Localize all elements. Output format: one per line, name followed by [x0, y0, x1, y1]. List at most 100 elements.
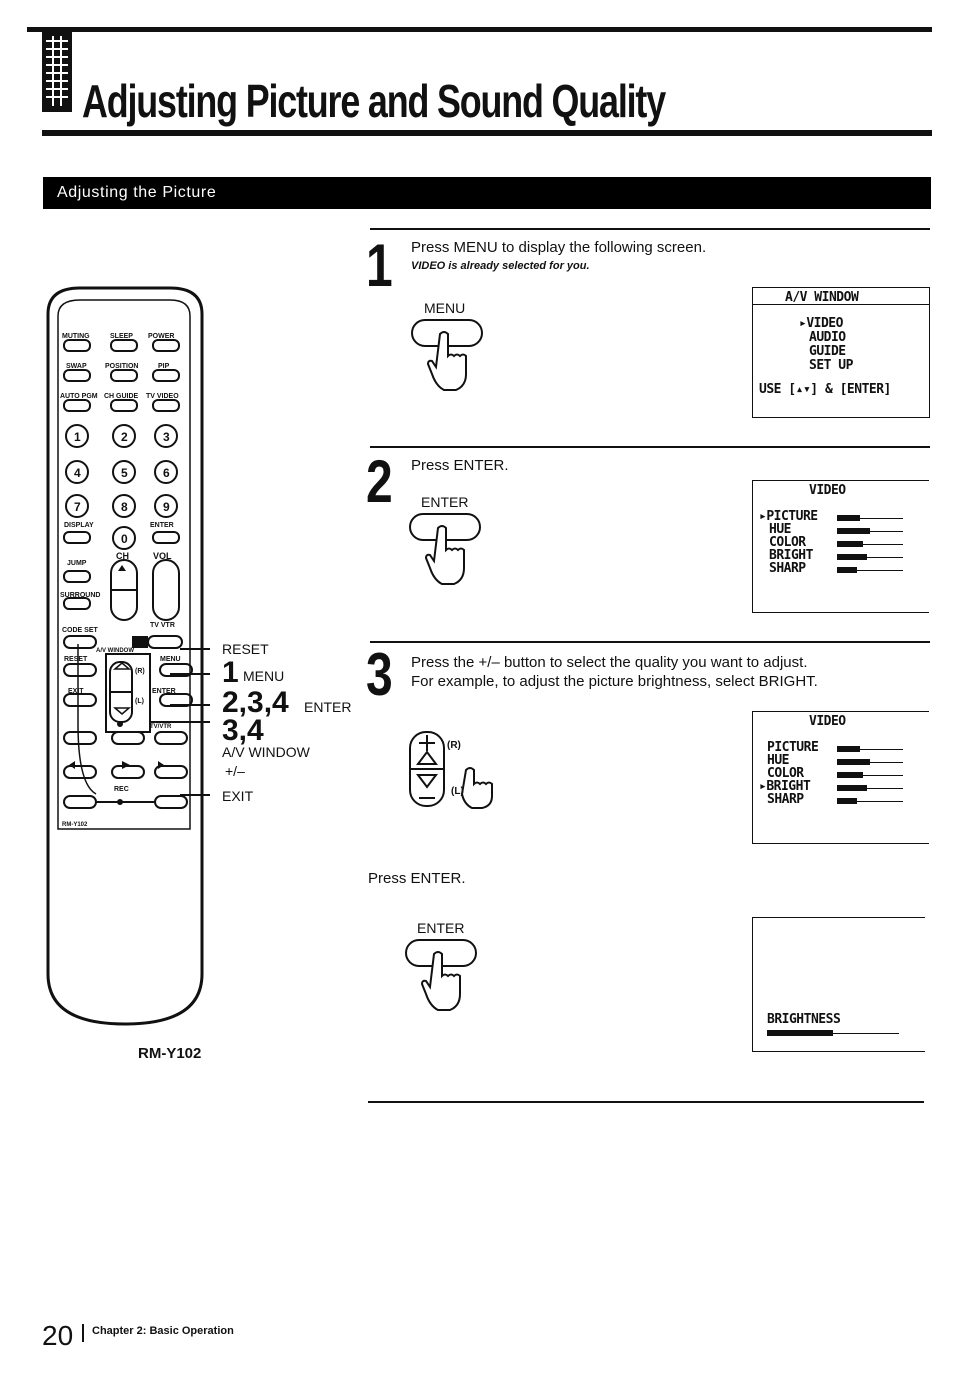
callout-menu-number: 1 [222, 656, 239, 689]
callout-plus-minus: +/– [225, 763, 245, 779]
remote-label-display: DISPLAY [64, 522, 94, 529]
callout-lines [150, 648, 210, 796]
step3-plus-minus-button-icon [409, 731, 493, 809]
step3-text-line2: For example, to adjust the picture brigh… [411, 673, 818, 690]
page-title: Adjusting Picture and Sound Quality [82, 75, 666, 127]
step1-osd-title-rule [753, 304, 929, 305]
step1-note: VIDEO is already selected for you. [411, 260, 590, 272]
callout-avw-number: 3,4 [222, 714, 264, 747]
remote-model-small: RM-Y102 [62, 822, 88, 828]
remote-digit-8: 8 [121, 500, 128, 514]
step3-osd-item-color: COLOR [767, 766, 804, 781]
remote-label-sleep: SLEEP [110, 333, 133, 340]
osd-level-bar-picture [837, 515, 903, 521]
step3-rule [370, 641, 930, 643]
callout-av-window: A/V WINDOW [222, 744, 310, 760]
remote-label-muting: MUTING [62, 333, 90, 340]
osd-level-bar-bright [837, 785, 903, 791]
step1-osd-item-setup: SET UP [809, 358, 853, 373]
step3-label-r: (R) [447, 740, 461, 751]
step1-number: 1 [366, 232, 393, 299]
step1-hand-press-icon [411, 319, 483, 391]
remote-label-pip: PIP [158, 363, 170, 370]
remote-digit-1: 1 [74, 430, 81, 444]
remote-label-rec: REC [114, 786, 129, 793]
remote-label-ch-guide: CH GUIDE [104, 393, 139, 400]
remote-label-auto-pgm: AUTO PGM [60, 393, 98, 400]
osd-level-bar-picture [837, 746, 903, 752]
remote-label-l: (L) [135, 698, 144, 705]
remote-label-ch: CH [116, 551, 129, 561]
remote-label-reset: RESET [64, 656, 88, 663]
remote-digit-2: 2 [121, 430, 128, 444]
step3-osd-item-bright: ▸BRIGHT [759, 779, 811, 794]
step1-rule [370, 228, 930, 230]
step2-osd-title: VIDEO [809, 483, 846, 498]
step2-osd-item-color: COLOR [769, 535, 806, 550]
remote-digit-4: 4 [74, 466, 81, 480]
title-bar-icon [42, 32, 72, 112]
remote-label-av-window: A/V WINDOW [96, 648, 134, 654]
remote-digit-0: 0 [121, 532, 128, 546]
remote-label-menu: MENU [160, 656, 181, 663]
remote-control [40, 284, 210, 1029]
bottom-rule [368, 1101, 924, 1103]
remote-label-swap: SWAP [66, 363, 87, 370]
step4-osd-screen: BRIGHTNESS [752, 917, 925, 1052]
remote-label-tv-vtr-2: TV/VTR [150, 724, 172, 730]
remote-label-power: POWER [148, 333, 175, 340]
osd-level-bar-color [837, 772, 903, 778]
step2-osd-item-sharp: SHARP [769, 561, 806, 576]
step2-button-label: ENTER [421, 494, 469, 510]
remote-digit-6: 6 [163, 466, 170, 480]
top-rule [27, 27, 932, 32]
step1-osd-screen: A/V WINDOW ▸VIDEO AUDIO GUIDE SET UP USE… [752, 287, 930, 418]
step1-osd-item-video: ▸VIDEO [799, 316, 843, 331]
osd-level-bar-hue [837, 528, 903, 534]
step2-osd-item-picture: ▸PICTURE [759, 509, 818, 524]
step1-osd-item-audio: AUDIO [809, 330, 846, 345]
step3-text-line1: Press the +/– button to select the quali… [411, 654, 808, 671]
step3-osd-item-picture: PICTURE [767, 740, 819, 755]
remote-label-r: (R) [135, 668, 145, 675]
step2-osd-item-hue: HUE [769, 522, 791, 537]
remote-label-surround: SURROUND [60, 592, 101, 599]
step2-osd-item-bright: BRIGHT [769, 548, 813, 563]
step4-button-label: ENTER [417, 920, 465, 936]
footer-divider [82, 1324, 84, 1342]
callout-enter: ENTER [304, 699, 352, 715]
step3-label-l: (L) [451, 786, 464, 797]
remote-model-label: RM-Y102 [138, 1045, 202, 1062]
step2-hand-press-icon [409, 513, 481, 585]
step1-button-label: MENU [424, 300, 466, 316]
remote-label-vol: VOL [153, 551, 172, 561]
step3-number: 3 [366, 641, 393, 708]
step4-text: Press ENTER. [368, 870, 466, 887]
step3-osd-item-sharp: SHARP [767, 792, 804, 807]
remote-digit-5: 5 [121, 466, 128, 480]
step1-osd-hint: USE [▴▾] & [ENTER] [759, 382, 891, 397]
callout-enter-number: 2,3,4 [222, 686, 289, 719]
step1-text: Press MENU to display the following scre… [411, 239, 707, 256]
page-number: 20 [42, 1320, 74, 1351]
callout-reset: RESET [222, 641, 269, 657]
remote-label-jump: JUMP [67, 560, 87, 567]
osd-level-bar-hue [837, 759, 903, 765]
remote-label-exit: EXIT [68, 688, 84, 695]
remote-digit-3: 3 [163, 430, 170, 444]
remote-label-tv-video: TV VIDEO [146, 393, 179, 400]
osd-level-bar-sharp [837, 567, 903, 573]
callout-exit: EXIT [222, 788, 254, 804]
step4-hand-press-icon [405, 939, 477, 1011]
remote-label-enter-2: ENTER [152, 688, 176, 695]
remote-label-code-set: CODE SET [62, 627, 98, 634]
osd-level-bar-color [837, 541, 903, 547]
step2-rule [370, 446, 930, 448]
step2-osd-screen: VIDEO ▸PICTURE HUE COLOR BRIGHT SHARP [752, 480, 929, 613]
remote-digit-7: 7 [74, 500, 81, 514]
remote-digit-9: 9 [163, 500, 170, 514]
callout-menu: MENU [243, 668, 285, 684]
section-header: Adjusting the Picture [43, 177, 931, 209]
step1-osd-item-guide: GUIDE [809, 344, 846, 359]
step2-text: Press ENTER. [411, 457, 509, 474]
